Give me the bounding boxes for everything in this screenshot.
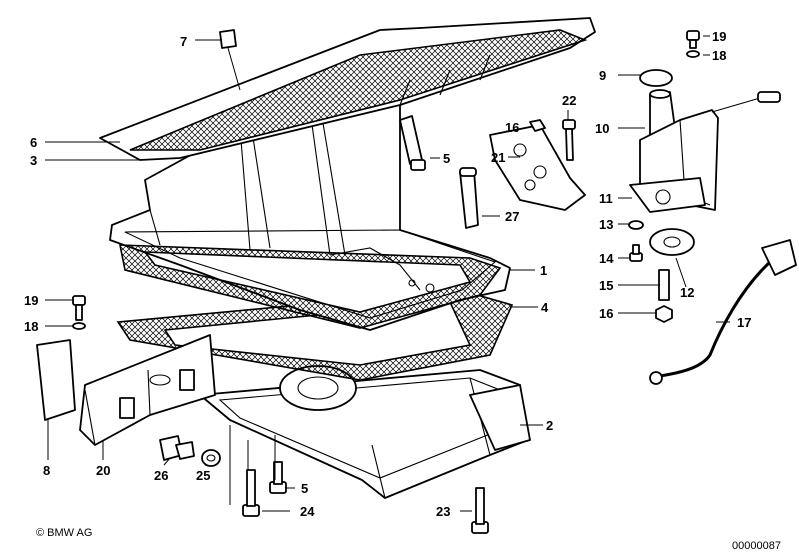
image-number: 00000087 — [732, 540, 781, 552]
seal-12 — [649, 228, 695, 256]
label-part-12: 12 — [680, 285, 694, 300]
bolt-5-upper — [399, 115, 426, 171]
label-part-5: 5 — [443, 151, 450, 166]
label-part-3: 3 — [30, 153, 37, 168]
bracket-20 — [79, 334, 216, 446]
lower-oil-pan — [199, 365, 531, 499]
bolt-19-left — [72, 295, 86, 321]
label-part-13: 13 — [599, 217, 613, 232]
seal-ring-25 — [201, 449, 221, 467]
bolt-19-right — [686, 30, 700, 49]
label-part-6: 6 — [30, 135, 37, 150]
label-part-4: 4 — [541, 300, 549, 315]
label-part-2: 2 — [546, 418, 553, 433]
label-part-22: 22 — [562, 93, 576, 108]
label-part-25: 25 — [196, 468, 210, 483]
part-number-labels: 7 6 3 5 16 22 21 27 1 4 2 9 10 11 13 14 … — [24, 29, 751, 519]
label-part-24: 24 — [300, 504, 315, 519]
oil-pan-cover — [99, 17, 596, 161]
label-part-17: 17 — [737, 315, 751, 330]
label-part-11: 11 — [599, 191, 613, 206]
label-part-8: 8 — [43, 463, 50, 478]
label-part-5-lower: 5 — [301, 481, 308, 496]
label-part-27: 27 — [505, 209, 519, 224]
oil-level-sensor — [629, 89, 781, 213]
stud-15 — [658, 269, 670, 301]
label-part-18-right: 18 — [712, 48, 726, 63]
bolt-23 — [471, 487, 489, 534]
washer-18-left — [72, 322, 86, 330]
bracket-8 — [36, 339, 76, 421]
label-part-26: 26 — [154, 468, 168, 483]
label-part-20: 20 — [96, 463, 110, 478]
bolt-22 — [562, 119, 576, 161]
bracket-21 — [489, 124, 586, 211]
bolt-7 — [219, 29, 241, 91]
label-part-16: 16 — [505, 120, 519, 135]
label-part-7: 7 — [180, 34, 187, 49]
label-part-1: 1 — [540, 263, 547, 278]
copyright-notice: © BMW AG — [36, 527, 93, 539]
nut-16-upper — [529, 119, 546, 132]
bolt-5-lower — [269, 461, 287, 494]
washer-18-right — [686, 50, 700, 58]
ground-cable-17 — [649, 239, 797, 385]
bolt-24 — [242, 469, 260, 517]
o-ring-9 — [639, 69, 673, 87]
label-part-9: 9 — [599, 68, 606, 83]
guide-sleeve-27 — [459, 167, 479, 229]
label-part-19-left: 19 — [24, 293, 38, 308]
label-part-18-left: 18 — [24, 319, 38, 334]
label-part-23: 23 — [436, 504, 450, 519]
label-part-10: 10 — [595, 121, 609, 136]
nut-16-lower — [655, 305, 673, 323]
washer-13 — [628, 220, 644, 230]
bolt-14 — [629, 244, 643, 262]
label-part-14: 14 — [599, 251, 614, 266]
label-part-15: 15 — [599, 278, 613, 293]
label-part-16-lower: 16 — [599, 306, 613, 321]
label-part-21: 21 — [491, 150, 505, 165]
leader-lines — [45, 35, 730, 512]
label-part-19-right: 19 — [712, 29, 726, 44]
gasket-upper — [119, 244, 502, 329]
drain-plug-26 — [159, 435, 195, 461]
